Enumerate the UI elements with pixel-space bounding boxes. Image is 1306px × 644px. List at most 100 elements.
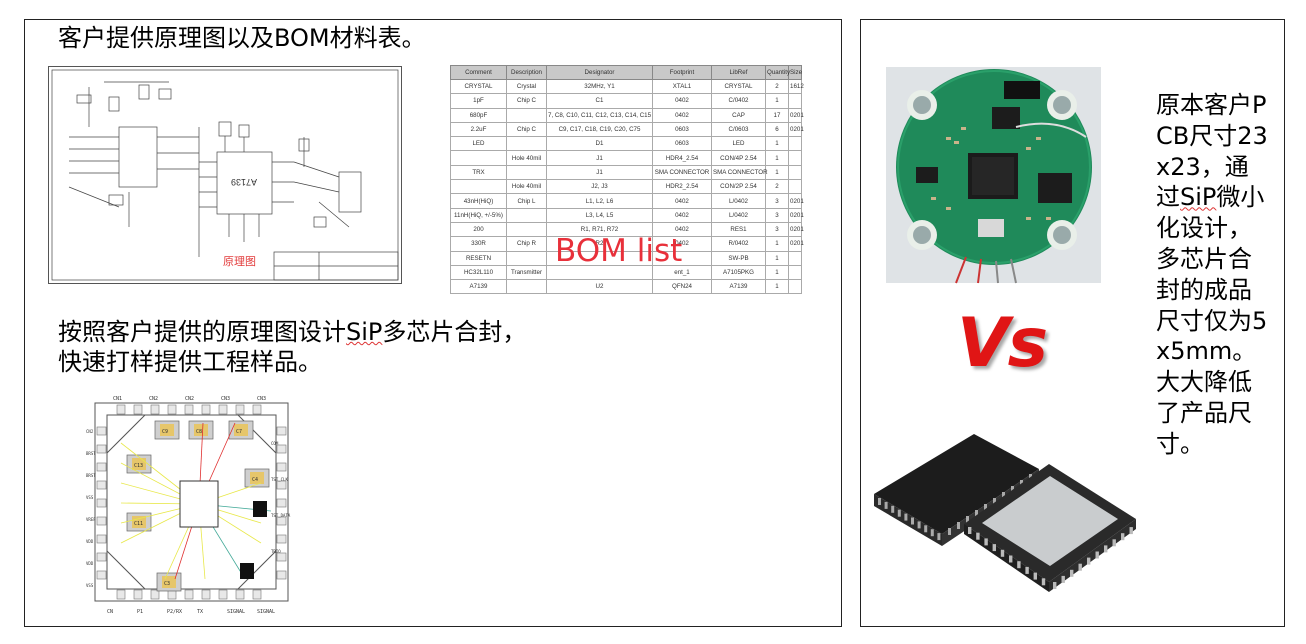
capacitor-pad	[132, 516, 146, 528]
bom-cell: QFN24	[652, 279, 712, 295]
bom-cell: 17	[765, 107, 789, 123]
chip-pin	[884, 501, 888, 509]
bom-cell: D1	[546, 136, 653, 152]
left-pad	[96, 516, 107, 526]
bottom-pad	[150, 589, 160, 600]
pkg-bottom-label: TX	[197, 609, 203, 615]
pkg-right-label: TST_DATA	[271, 513, 291, 518]
bom-cell: 0201	[788, 193, 804, 209]
chip-pin	[1053, 582, 1057, 589]
bom-cell: Chip C	[506, 121, 547, 138]
subtitle-part-a: 按照客户提供的原理图设计	[58, 318, 346, 346]
capacitor-label: C4	[252, 477, 258, 483]
capacitor-label: C13	[134, 463, 143, 469]
top-pad	[235, 404, 245, 415]
left-pad	[96, 552, 107, 562]
bom-cell: 1pF	[450, 93, 507, 109]
bom-cell: SMA CONNECTOR	[711, 164, 768, 181]
bom-cell: R1, R71, R72	[546, 221, 653, 238]
capacitor-label: C7	[236, 429, 242, 435]
chip-pin	[1025, 566, 1029, 574]
pkg-left-label: BRST	[86, 473, 96, 478]
desc-part-a: 原本客户PCB尺寸23x23，通过	[1156, 91, 1268, 212]
chip-pin	[891, 505, 895, 513]
pkg-bottom-label: SIGNAL	[227, 609, 245, 615]
bom-cell: A7139	[450, 279, 507, 295]
capacitor-pad	[234, 424, 248, 436]
chip-pin	[1011, 486, 1014, 493]
bom-header-cell: Designator	[546, 65, 653, 80]
left-pad	[96, 426, 107, 436]
bom-list-label: BOM list	[555, 233, 683, 269]
vs-label: Vs	[957, 304, 1048, 383]
bom-cell: 1	[765, 93, 789, 109]
bom-cell	[506, 207, 547, 223]
capacitor-label: C11	[134, 521, 143, 527]
chip-pin	[897, 509, 901, 517]
bom-cell: SW-PB	[711, 250, 766, 266]
chip-pin	[1061, 575, 1065, 583]
bom-cell: L/0402	[711, 193, 766, 209]
top-pad	[133, 404, 143, 415]
left-pad	[96, 462, 107, 472]
right-pad	[276, 516, 287, 526]
right-pad	[276, 534, 287, 544]
schematic-drawing: A7139	[51, 69, 399, 281]
bom-cell: L/0402	[711, 207, 766, 223]
bom-cell	[506, 107, 547, 123]
left-panel: 客户提供原理图以及BOM材料表。	[24, 19, 842, 627]
bom-cell: 0201	[788, 236, 804, 252]
bom-cell	[788, 279, 802, 295]
bom-cell: C/0402	[711, 93, 766, 109]
chip-pin	[976, 532, 980, 540]
bom-cell: U2	[546, 279, 653, 295]
bom-cell: R2	[546, 236, 653, 252]
chip-pin	[957, 522, 960, 529]
chip-pin	[948, 528, 951, 535]
chip-pin	[984, 538, 988, 546]
chip-1-pins	[878, 474, 1032, 541]
bom-cell: A7105PKG	[711, 264, 766, 281]
capacitor-pad	[194, 424, 208, 436]
bom-cell: Hole 40mil	[506, 150, 547, 166]
schematic-chip-text: A7139	[231, 177, 257, 187]
pkg-left-label: VSS	[86, 495, 94, 500]
bom-cell: J2, J3	[546, 179, 653, 195]
pkg-bottom-label: SIGNAL	[257, 609, 275, 615]
chip-pin	[1121, 533, 1125, 541]
bom-cell	[788, 179, 802, 195]
chip-pin	[1112, 539, 1116, 547]
bom-cell	[450, 179, 507, 195]
capacitor-pad	[162, 576, 176, 588]
bom-cell: Chip L	[506, 193, 547, 209]
capacitor-label: C8	[196, 429, 202, 435]
top-pad	[218, 404, 228, 415]
desc-sip-word: SiP	[1180, 183, 1217, 212]
bom-cell: 1	[765, 250, 789, 266]
chip-pin	[968, 527, 972, 534]
bom-cell: 2.2uF	[450, 121, 507, 138]
bottom-pad	[235, 589, 245, 600]
bom-cell: 0402	[652, 93, 712, 109]
chip-pin	[917, 521, 921, 529]
bom-cell: 3	[765, 221, 789, 238]
left-pad	[96, 570, 107, 580]
bom-cell: HDR4_2.54	[652, 150, 712, 166]
schematic-image: A7139 原理图	[48, 66, 402, 284]
capacitor-pad	[250, 472, 264, 484]
chip-2-pins	[968, 527, 1133, 589]
top-pad	[252, 404, 262, 415]
bom-cell: Crystal	[506, 78, 547, 95]
chip-pin	[984, 504, 987, 511]
capacitor-pad	[132, 458, 146, 470]
bom-cell	[506, 221, 547, 238]
bom-header-cell: Size	[788, 65, 802, 80]
